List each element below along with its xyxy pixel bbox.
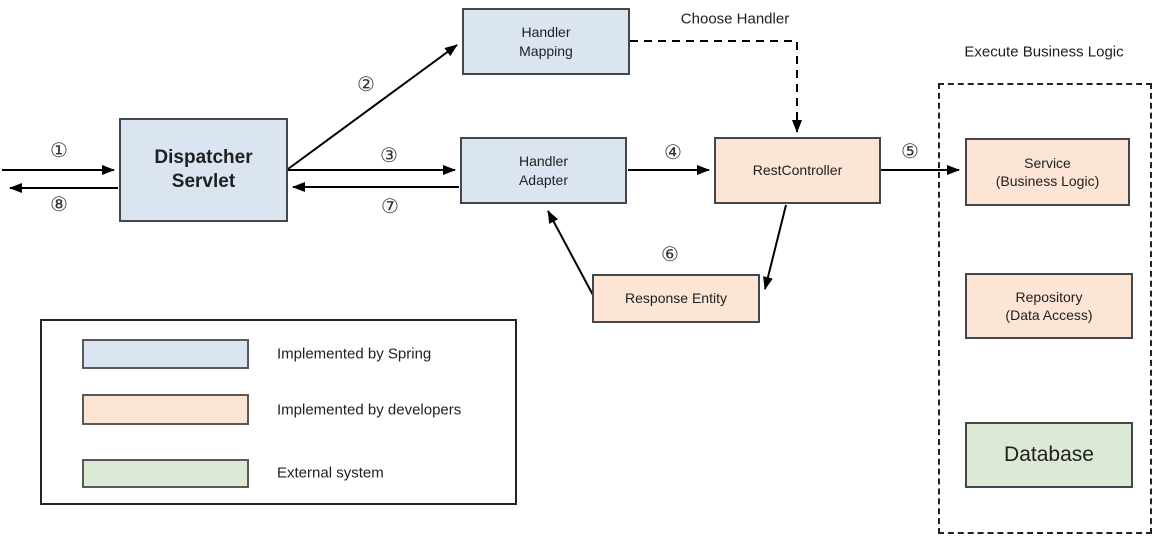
node-response-entity: Response Entity xyxy=(592,274,760,323)
node-restcontroller: RestController xyxy=(714,137,881,204)
step-4-label: ④ xyxy=(664,142,682,164)
step-5-label: ⑤ xyxy=(901,141,919,163)
node-database: Database xyxy=(965,422,1133,488)
arrow-choose-handler-dashed xyxy=(630,40,802,133)
node-handler-adapter: Handler Adapter xyxy=(460,137,627,204)
legend-label-external: External system xyxy=(277,464,384,482)
step-7-label: ⑦ xyxy=(381,196,399,218)
execute-business-logic-label: Execute Business Logic xyxy=(964,43,1124,61)
node-repository: Repository (Data Access) xyxy=(965,273,1133,339)
step-1-label: ① xyxy=(50,140,68,162)
arrow-response-entity-to-adapter xyxy=(547,210,595,298)
node-handler-mapping: Handler Mapping xyxy=(462,8,630,75)
business-logic-group xyxy=(938,83,1152,534)
step-3-label: ③ xyxy=(380,145,398,167)
legend-label-spring: Implemented by Spring xyxy=(277,345,432,363)
legend-label-developers: Implemented by developers xyxy=(277,401,462,419)
legend-swatch-external xyxy=(82,459,249,488)
arrow-dispatcher-to-handler-mapping xyxy=(287,44,458,170)
legend-swatch-developers xyxy=(82,394,249,425)
arrow-restcontroller-to-response-entity xyxy=(763,204,787,290)
choose-handler-label: Choose Handler xyxy=(680,10,790,28)
step-2-label: ② xyxy=(357,74,375,96)
node-service: Service (Business Logic) xyxy=(965,138,1130,206)
node-dispatcher-servlet: Dispatcher Servlet xyxy=(119,118,288,222)
step-6-label: ⑥ xyxy=(661,244,679,266)
step-8-label: ⑧ xyxy=(50,194,68,216)
legend-swatch-spring xyxy=(82,339,249,369)
legend-box: Implemented by Spring Implemented by dev… xyxy=(40,319,517,505)
